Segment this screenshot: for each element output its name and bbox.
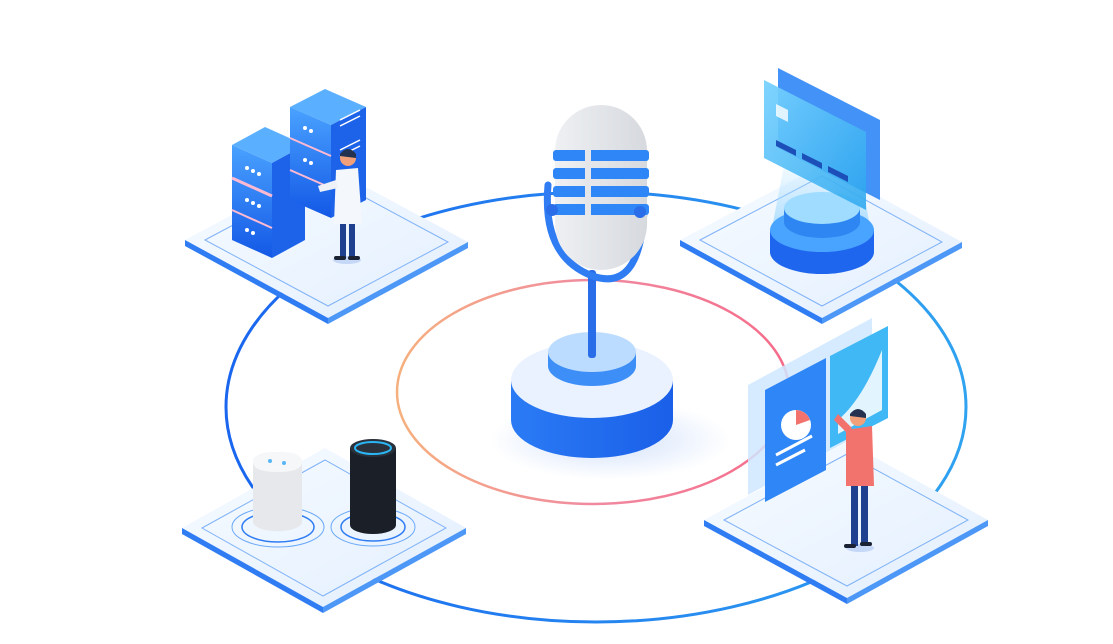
analytics-dashboard-icon xyxy=(748,318,888,502)
black-smart-speaker-icon xyxy=(350,439,396,534)
server-rack-icon xyxy=(231,127,305,258)
dashboard-platform xyxy=(704,318,988,604)
analyst-figure-icon xyxy=(834,409,874,552)
card-scanner-platform xyxy=(680,68,962,324)
credit-card-icon xyxy=(764,68,880,210)
white-smart-speaker-icon xyxy=(253,452,302,532)
smart-speaker-platform xyxy=(182,439,466,613)
technician-figure-icon xyxy=(318,149,362,264)
server-platform xyxy=(185,89,468,324)
microphone-group xyxy=(490,105,730,480)
